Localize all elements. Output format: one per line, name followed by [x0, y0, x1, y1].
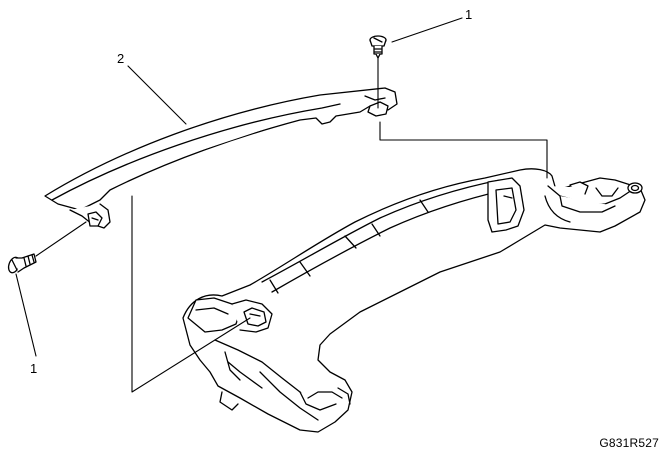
leader-lines	[15, 17, 463, 357]
assembly-lines	[35, 57, 548, 393]
callout-screw-left: 1	[30, 361, 38, 376]
callout-trim-cover: 2	[117, 51, 125, 66]
callout-screw-top: 1	[465, 7, 473, 22]
figure-reference-code: G831R527	[599, 436, 659, 450]
screw-top	[369, 35, 387, 59]
screw-left	[7, 253, 37, 274]
trim-cover	[44, 87, 398, 229]
handle-body	[182, 168, 646, 433]
